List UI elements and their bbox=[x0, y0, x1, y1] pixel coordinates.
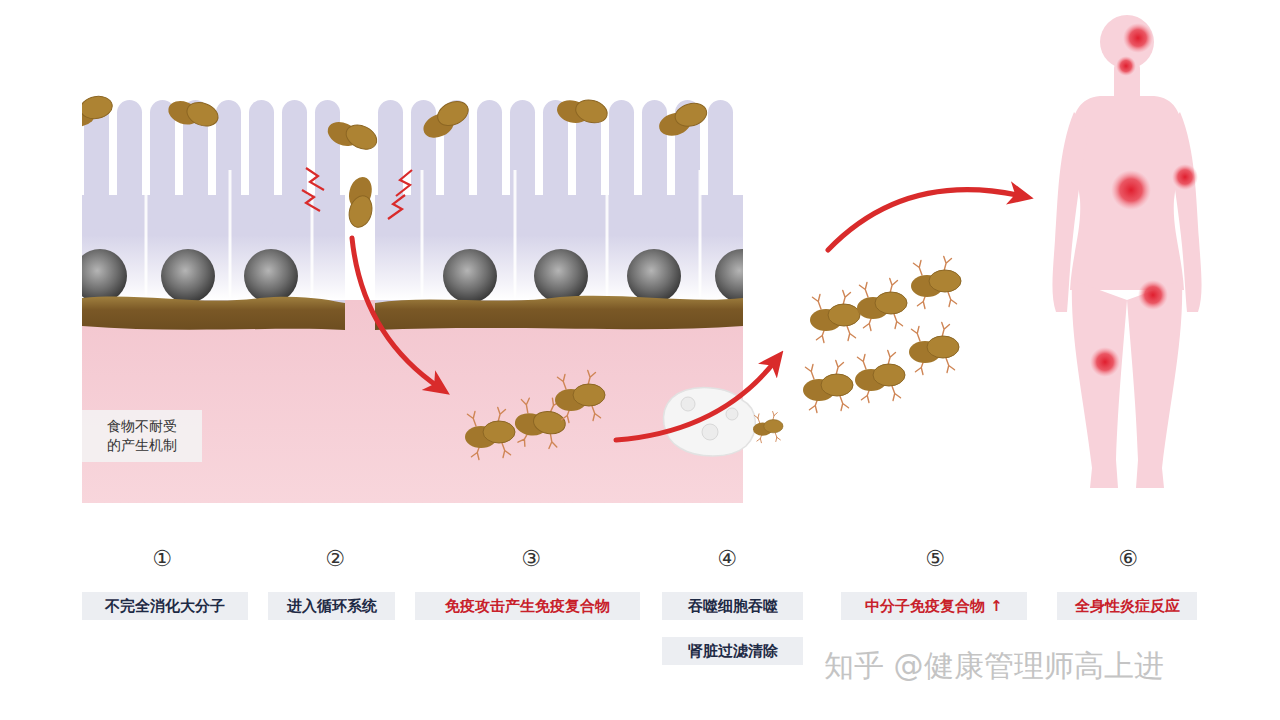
callout-number: ② bbox=[325, 546, 345, 572]
step-box: 不完全消化大分子 bbox=[82, 592, 248, 620]
node-text: 全身性炎症反应 bbox=[1075, 596, 1180, 616]
title-box: 食物不耐受 的产生机制 bbox=[82, 410, 202, 462]
step-box: 全身性炎症反应 bbox=[1057, 592, 1197, 620]
callout-number: ③ bbox=[521, 546, 541, 572]
node-text: 肾脏过滤清除 bbox=[688, 641, 778, 661]
step-box: 肾脏过滤清除 bbox=[662, 637, 803, 665]
node-text: 免疫攻击产生免疫复合物 bbox=[445, 596, 610, 616]
callout-number: ① bbox=[152, 546, 172, 572]
step-box: 免疫攻击产生免疫复合物 bbox=[415, 592, 640, 620]
node-text: 食物不耐受 的产生机制 bbox=[92, 417, 192, 455]
callout-number: ⑤ bbox=[925, 546, 945, 572]
node-text: 不完全消化大分子 bbox=[105, 596, 225, 616]
node-text: 进入循环系统 bbox=[287, 596, 377, 616]
step-box: 进入循环系统 bbox=[268, 592, 395, 620]
step-box: 中分子免疫复合物 ↑ bbox=[841, 592, 1027, 620]
callout-number: ④ bbox=[717, 546, 737, 572]
callout-number: ⑥ bbox=[1118, 546, 1138, 572]
step-box: 吞噬细胞吞噬 bbox=[662, 592, 803, 620]
node-text: 吞噬细胞吞噬 bbox=[688, 596, 778, 616]
watermark: 知乎 @健康管理师高上进 bbox=[824, 648, 1164, 684]
node-text: 中分子免疫复合物 ↑ bbox=[865, 596, 1003, 616]
